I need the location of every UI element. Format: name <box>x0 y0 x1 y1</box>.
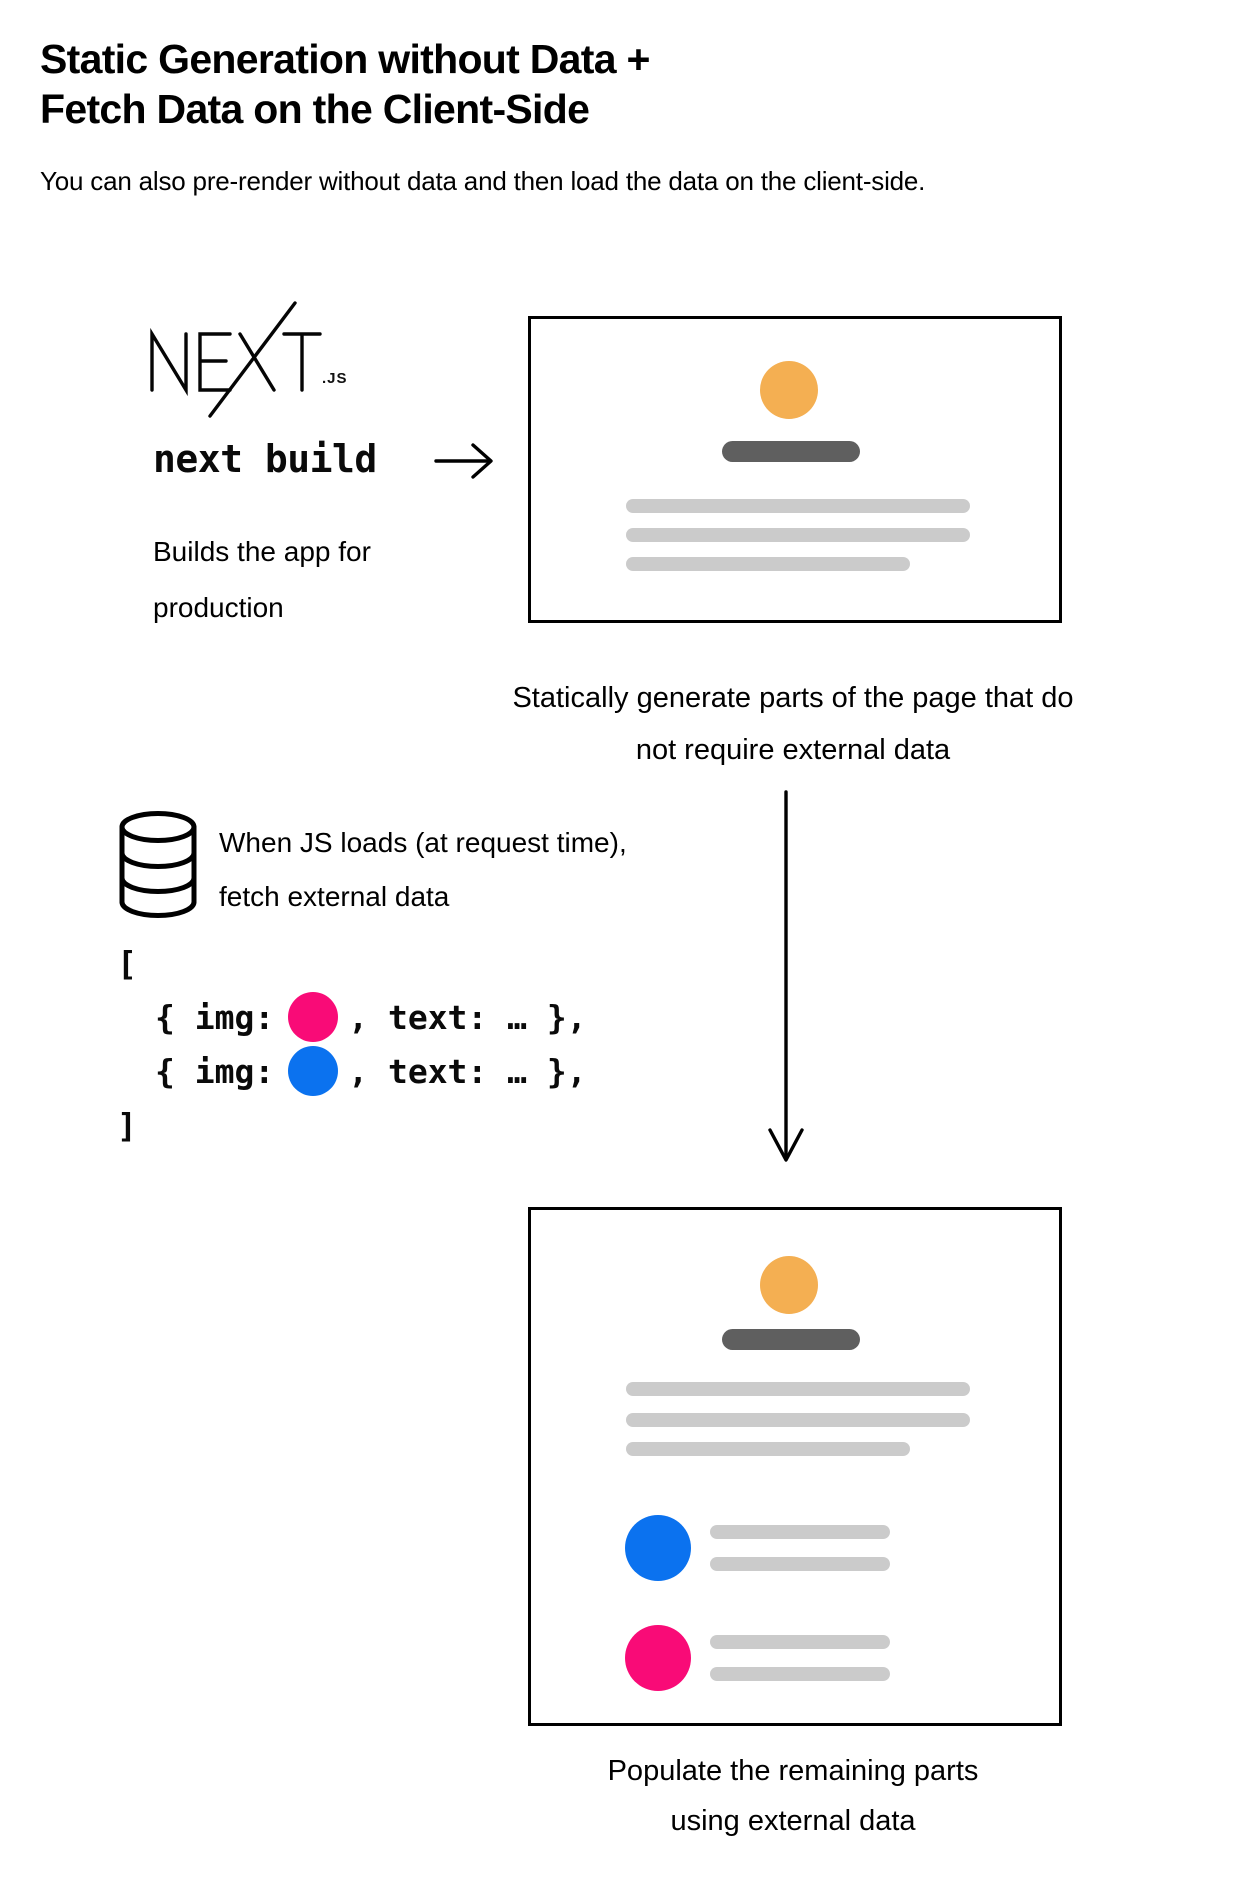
caption-static-line1: Statically generate parts of the page th… <box>512 682 1074 714</box>
logo-letter-t <box>282 332 322 392</box>
database-icon <box>119 811 197 918</box>
blue-image-placeholder-icon <box>288 1046 339 1096</box>
title-bar-skeleton <box>722 1329 860 1350</box>
code-snippet: [ { img:, text: … }, { img:, text: … }, … <box>117 936 587 1152</box>
populated-page-mockup <box>528 1207 1062 1726</box>
code-open-bracket: [ <box>117 943 137 983</box>
next-build-command: next build <box>153 437 377 481</box>
avatar-circle-orange <box>760 361 818 419</box>
caption-populate-line1: Populate the remaining parts <box>607 1755 979 1787</box>
fetch-description-line1: When JS loads (at request time), <box>219 827 627 858</box>
text-line-skeleton <box>626 499 970 513</box>
caption-static-line2: not require external data <box>635 734 951 766</box>
logo-slash <box>208 301 297 418</box>
code-item-prefix: { img: <box>155 1051 275 1091</box>
logo-letter-e <box>198 332 232 392</box>
page-title-line2: Fetch Data on the Client-Side <box>40 86 590 132</box>
page-subtitle: You can also pre-render without data and… <box>40 166 926 196</box>
fetch-description: When JS loads (at request time), fetch e… <box>219 816 627 924</box>
build-description: Builds the app for production <box>153 524 371 636</box>
code-item-row: { img: , text: … }, <box>117 990 587 1044</box>
text-line-skeleton <box>626 1442 910 1456</box>
avatar-circle-orange <box>760 1256 818 1314</box>
text-line-skeleton <box>626 557 910 571</box>
code-item-suffix: , text: … }, <box>348 1051 587 1091</box>
list-item-text-skeleton <box>710 1635 890 1649</box>
static-page-mockup <box>528 316 1062 623</box>
caption-populate-line2: using external data <box>670 1805 916 1837</box>
list-item-text-skeleton <box>710 1667 890 1681</box>
down-arrow-icon <box>768 790 804 1162</box>
caption-static-generation: Statically generate parts of the page th… <box>433 672 1153 776</box>
code-item-prefix: { img: <box>155 997 275 1037</box>
pink-image-placeholder-icon <box>288 992 339 1042</box>
page-title: Static Generation without Data + Fetch D… <box>40 34 650 134</box>
page-title-line1: Static Generation without Data + <box>40 36 650 82</box>
text-line-skeleton <box>626 1382 970 1396</box>
list-item-image-blue <box>625 1515 691 1581</box>
logo-js-suffix: .JS <box>322 370 348 387</box>
logo-letter-x-back <box>238 332 276 392</box>
code-item-suffix: , text: … }, <box>348 997 587 1037</box>
caption-populate: Populate the remaining parts using exter… <box>433 1746 1153 1846</box>
build-description-line2: production <box>153 592 284 623</box>
logo-letter-n <box>150 327 188 397</box>
list-item-text-skeleton <box>710 1557 890 1571</box>
nextjs-logo: .JS <box>150 301 348 418</box>
code-item-row: { img: , text: … }, <box>117 1044 587 1098</box>
build-description-line1: Builds the app for <box>153 536 371 567</box>
code-close-bracket: ] <box>117 1105 137 1145</box>
list-item-image-pink <box>625 1625 691 1691</box>
right-arrow-icon <box>434 443 493 479</box>
text-line-skeleton <box>626 1413 970 1427</box>
text-line-skeleton <box>626 528 970 542</box>
title-bar-skeleton <box>722 441 860 462</box>
fetch-description-line2: fetch external data <box>219 881 450 912</box>
list-item-text-skeleton <box>710 1525 890 1539</box>
